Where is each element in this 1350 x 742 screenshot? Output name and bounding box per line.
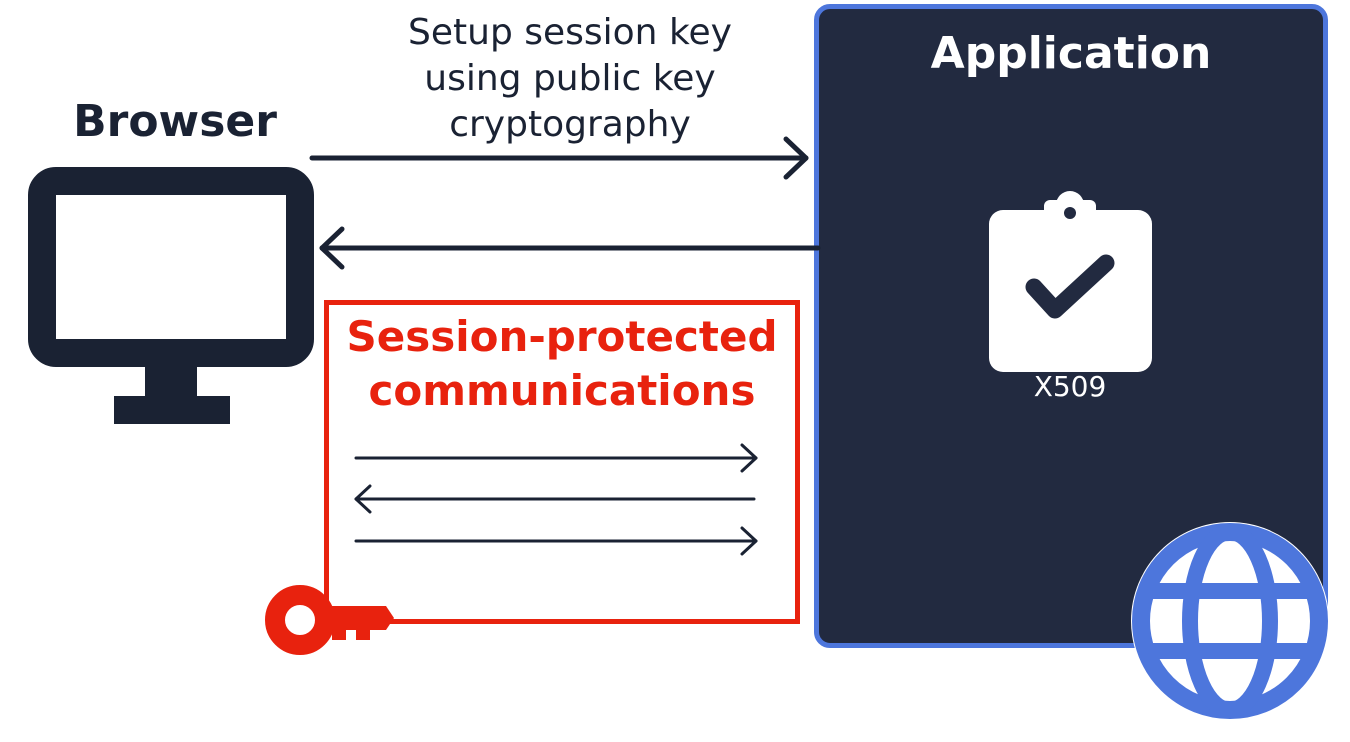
session-label-line-1: Session-protected [346,312,778,361]
globe-icon [1131,522,1329,720]
session-label-line-2: communications [368,366,756,415]
session-arrow-3 [354,526,758,556]
browser-label: Browser [73,96,277,147]
handshake-label-line-2: using public key [424,58,716,99]
session-arrow-2 [354,484,756,514]
session-label: Session-protected communications [324,310,800,418]
monitor-icon [28,167,314,424]
application-label: Application [930,28,1212,79]
handshake-arrow-left [319,226,821,270]
handshake-label-line-3: cryptography [449,104,691,145]
session-arrow-1 [354,443,758,473]
handshake-label: Setup session key using public key crypt… [360,10,780,148]
clipboard-check-icon [989,191,1152,372]
session-box [324,300,800,624]
key-icon [265,585,394,655]
handshake-arrow-right [309,136,809,180]
handshake-label-line-1: Setup session key [408,12,732,53]
certificate-label: X509 [1033,370,1107,403]
